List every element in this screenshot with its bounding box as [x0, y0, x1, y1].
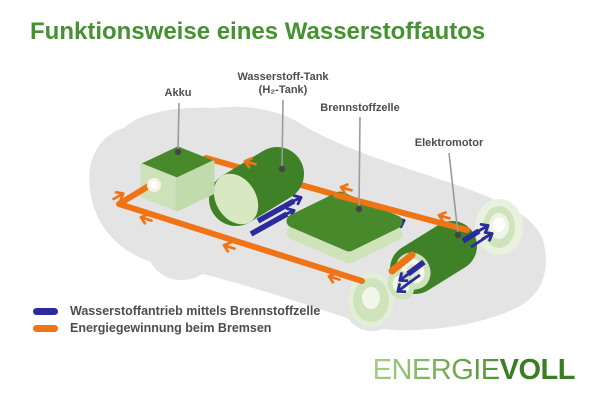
front-left-wheel [348, 273, 394, 327]
recovery-line-top-front [333, 192, 470, 233]
page-title: Funktionsweise eines Wasserstoffautos [30, 18, 486, 45]
battery-connector [147, 178, 161, 192]
energievoll-logo: ENERGIEVOLL [372, 354, 576, 387]
fuel-cell [286, 191, 403, 264]
label-hydrogen-tank-line1: Wasserstoff-Tank [237, 71, 329, 83]
label-hydrogen-tank: Wasserstoff-Tank (H₂-Tank) [223, 71, 343, 97]
rear-wheel-bulge [148, 220, 216, 280]
legend-swatch-orange [33, 324, 58, 332]
legend: Wasserstoffantrieb mittels Brennstoffzel… [33, 303, 320, 337]
legend-swatch-blue [33, 307, 58, 315]
label-elektromotor: Elektromotor [414, 137, 484, 149]
front-right-wheel [475, 199, 523, 255]
recovery-line-bottom [116, 181, 365, 284]
legend-label: Wasserstoffantrieb mittels Brennstoffzel… [70, 304, 321, 318]
legend-item-braking: Energiegewinnung beim Bremsen [33, 320, 320, 336]
hydrogen-flow-tank-to-fuelcell [249, 198, 296, 237]
recovery-wheel-link [388, 251, 416, 275]
label-pointers [177, 99, 459, 235]
hydrogen-tank [209, 147, 304, 226]
label-brennstoffzelle: Brennstoffzelle [320, 102, 400, 114]
drive-flow-left-wheel [405, 259, 426, 287]
label-pointer-dots [174, 148, 462, 239]
legend-item-hydrogen: Wasserstoffantrieb mittels Brennstoffzel… [33, 303, 320, 319]
label-hydrogen-tank-line2: (H₂-Tank) [258, 84, 308, 97]
logo-text-light: ENERGIE [372, 354, 501, 386]
label-akku: Akku [164, 87, 192, 99]
legend-label: Energiegewinnung beim Bremsen [70, 321, 272, 335]
logo-text-bold: VOLL [499, 354, 576, 386]
